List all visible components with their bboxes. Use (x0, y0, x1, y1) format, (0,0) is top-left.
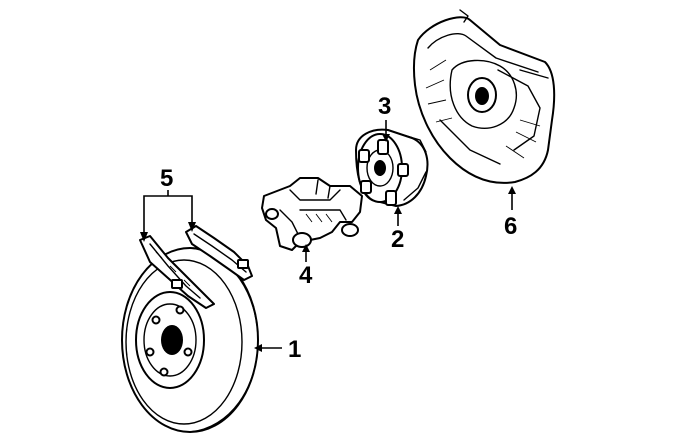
callout-3: 3 (378, 93, 391, 120)
callout-2: 2 (391, 226, 404, 253)
callout-1: 1 (288, 336, 301, 363)
hub-bearing (355, 128, 429, 207)
callout-6: 6 (504, 213, 517, 240)
brake-rotor (121, 247, 259, 433)
callout-5: 5 (160, 165, 173, 192)
backing-plate (413, 9, 556, 184)
callout-4: 4 (299, 262, 313, 289)
leader-lines (140, 120, 516, 352)
brake-pads (139, 225, 253, 309)
caliper (261, 177, 363, 251)
